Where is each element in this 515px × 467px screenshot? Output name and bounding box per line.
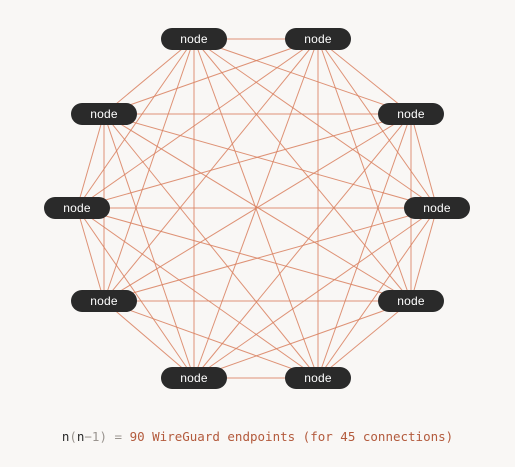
mesh-edge <box>410 113 438 209</box>
formula-open-paren: ( <box>69 429 77 444</box>
mesh-edge <box>103 113 195 379</box>
mesh-edge <box>193 38 438 209</box>
formula-result: 90 WireGuard endpoints (for 45 connectio… <box>129 429 454 444</box>
mesh-edge <box>103 38 195 115</box>
formula-n-inner: n <box>76 429 85 444</box>
mesh-edge <box>103 113 438 209</box>
mesh-edge <box>410 207 438 302</box>
mesh-edge <box>76 207 319 379</box>
mesh-edge <box>317 300 412 379</box>
mesh-edge <box>317 113 412 379</box>
mesh-node: node <box>285 28 351 50</box>
formula-minus-one: −1 <box>84 429 100 444</box>
mesh-node: node <box>378 290 444 312</box>
mesh-node: node <box>161 28 227 50</box>
mesh-edge <box>76 207 412 302</box>
edge-layer <box>76 38 438 379</box>
mesh-edge <box>317 38 412 115</box>
mesh-edge <box>76 207 195 379</box>
formula-n: n <box>61 429 70 444</box>
mesh-node: node <box>44 197 110 219</box>
mesh-edge <box>76 207 105 302</box>
formula-close-paren: ) <box>99 429 107 444</box>
mesh-edge <box>193 300 412 379</box>
mesh-node: node <box>71 290 137 312</box>
mesh-edge <box>76 38 195 209</box>
mesh-node: node <box>71 103 137 125</box>
mesh-node: node <box>161 367 227 389</box>
mesh-edge <box>193 38 412 115</box>
mesh-edge <box>76 38 319 209</box>
endpoint-formula: n(n−1) = 90 WireGuard endpoints (for 45 … <box>0 429 515 444</box>
mesh-edge <box>103 113 412 302</box>
mesh-edge <box>103 300 195 379</box>
mesh-edge <box>76 113 105 209</box>
mesh-edge <box>103 38 319 115</box>
mesh-node: node <box>378 103 444 125</box>
mesh-node: node <box>404 197 470 219</box>
mesh-edge <box>317 207 438 379</box>
mesh-edge <box>76 113 412 209</box>
mesh-node: node <box>285 367 351 389</box>
formula-equals: = <box>107 429 130 444</box>
mesh-edge <box>193 207 438 379</box>
mesh-edge <box>103 207 438 302</box>
mesh-edge <box>103 113 319 379</box>
mesh-edge <box>103 300 319 379</box>
